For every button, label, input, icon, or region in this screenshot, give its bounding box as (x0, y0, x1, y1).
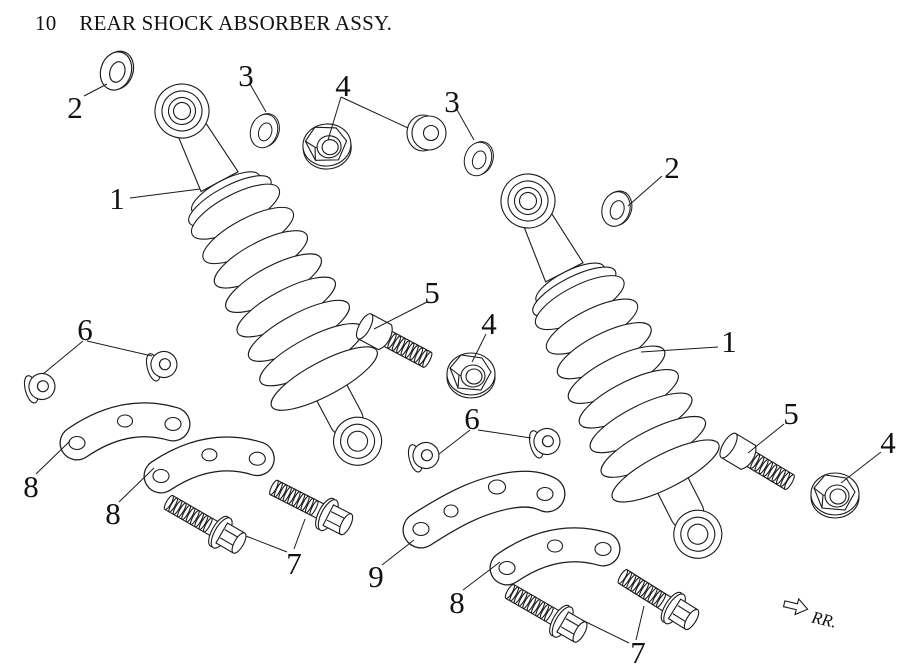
callout-3-middle: 3 (444, 84, 460, 119)
callout-4-right: 4 (880, 425, 896, 460)
callout-6-left: 6 (77, 312, 93, 347)
leader-line (640, 346, 719, 353)
leader-line (129, 188, 201, 199)
flange-bolt-left-1 (158, 487, 251, 560)
figure-number: 10 (35, 11, 57, 35)
callout-4-middle: 4 (481, 306, 497, 341)
leader-line (381, 539, 415, 566)
washer-2-left (94, 46, 139, 96)
callout-8-c: 8 (449, 585, 465, 620)
washer-2-right (596, 186, 637, 231)
leader-line (471, 333, 487, 363)
bushing-middle-right (526, 424, 564, 460)
leader-line (118, 467, 155, 503)
leader-line (455, 107, 475, 141)
figure-title: 10 REAR SHOCK ABSORBER ASSY. (35, 11, 392, 36)
leader-line (340, 96, 409, 129)
flange-nut-top (300, 121, 354, 172)
leader-line (293, 518, 306, 550)
flange-bolt-right-2 (612, 561, 705, 636)
callout-1-right: 1 (721, 324, 737, 359)
bushing-middle-left (405, 438, 443, 474)
link-bracket-lower-left (153, 448, 266, 484)
flange-bolt-left-2 (264, 471, 358, 541)
callout-5-right: 5 (783, 396, 799, 431)
leader-line (627, 175, 663, 207)
figure-title-text: REAR SHOCK ABSORBER ASSY. (79, 11, 393, 35)
callout-6-middle: 6 (464, 401, 480, 436)
callout-4-top: 4 (335, 68, 351, 103)
socket-bolt-right (717, 431, 799, 496)
leader-line (840, 451, 882, 484)
callout-7-left: 7 (286, 546, 302, 581)
leader-line (747, 423, 785, 454)
leader-line (477, 429, 532, 439)
leader-line (581, 619, 630, 644)
rear-direction-indicator: RR. (782, 597, 839, 632)
callout-2-left: 2 (67, 90, 83, 125)
callout-8-b: 8 (105, 496, 121, 531)
leader-line (462, 561, 501, 591)
flange-bolt-right-1 (499, 576, 592, 649)
callout-7-right: 7 (630, 635, 646, 664)
callout-8-a: 8 (23, 469, 39, 504)
leader-line (83, 83, 108, 97)
leader-lines (35, 83, 882, 644)
spacer-nut-top (406, 114, 447, 152)
bushing-left-inner (143, 347, 181, 383)
leader-line (249, 83, 267, 113)
leader-line (86, 340, 153, 357)
flange-nut-bottom-right (810, 472, 860, 519)
callout-9: 9 (368, 559, 384, 594)
leader-line (42, 340, 84, 375)
right-arrow-icon (782, 597, 809, 616)
link-bracket-upper-left (69, 415, 181, 450)
leader-line (635, 605, 645, 641)
callout-1-left: 1 (109, 181, 125, 216)
linkage-plate (402, 470, 566, 549)
leader-line (35, 440, 71, 475)
flange-nut-middle (446, 352, 496, 399)
rear-direction-label: RR. (809, 607, 839, 631)
bushing-left-outer (21, 369, 59, 405)
callout-5-middle: 5 (424, 275, 440, 310)
callout-3-left: 3 (238, 58, 254, 93)
washer-3-left (245, 109, 285, 153)
leader-line (373, 301, 428, 330)
leader-line (245, 535, 288, 553)
leader-line (438, 429, 471, 455)
callout-2-right: 2 (664, 150, 680, 185)
washer-3-middle (459, 137, 499, 181)
leader-line (327, 96, 342, 141)
link-bracket-right (499, 540, 611, 575)
